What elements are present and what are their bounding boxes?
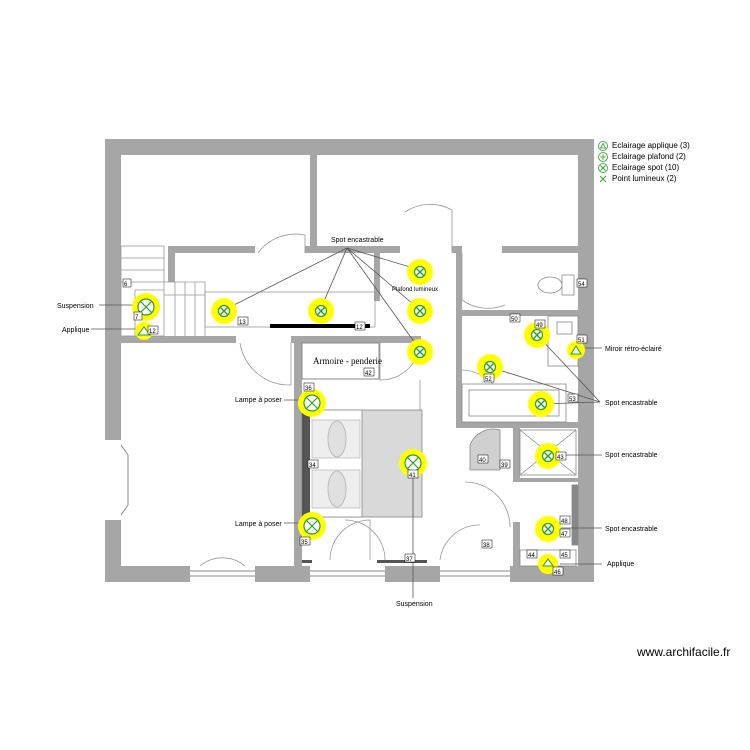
- room-number: 48: [561, 519, 568, 525]
- legend-label: Eclairage spot (10): [612, 163, 680, 172]
- label-suspension-bottom: Suspension: [396, 601, 433, 608]
- label-applique-right: Applique: [607, 561, 634, 568]
- legend-item: Eclairage applique (3): [598, 140, 748, 151]
- windows: [120, 444, 510, 577]
- room-number: 42: [365, 371, 372, 377]
- room-number: 36: [305, 386, 312, 392]
- room-number: 37: [406, 557, 413, 563]
- spot-light: [210, 297, 238, 325]
- applique-light: [567, 341, 585, 359]
- room-number: 12: [356, 325, 363, 331]
- watermark[interactable]: www.archifacile.fr: [637, 645, 731, 659]
- legend-item: Eclairage plafond (2): [598, 151, 748, 162]
- room-number: 49: [536, 323, 543, 329]
- room-number: 13: [239, 320, 246, 326]
- label-lampe-bottom: Lampe à poser: [235, 521, 282, 528]
- label-applique: Applique: [62, 327, 89, 334]
- spot-icon: [598, 162, 608, 173]
- room-number: 45: [561, 553, 568, 559]
- label-miroir: Miroir rétro-éclairé: [605, 346, 662, 353]
- room-number: 44: [528, 553, 535, 559]
- bathroom-fixtures: [461, 274, 579, 567]
- legend-label: Eclairage applique (3): [612, 141, 690, 150]
- legend-label: Point lumineux (2): [612, 174, 677, 183]
- room-number: 38: [483, 543, 490, 549]
- shelves: [302, 560, 427, 563]
- applique-icon: [598, 140, 608, 151]
- label-plafond: Plafond lumineux: [392, 287, 438, 293]
- legend: Eclairage applique (3) Eclairage plafond…: [598, 140, 748, 184]
- room-number: 35: [301, 540, 308, 546]
- room-number: 52: [485, 377, 492, 383]
- annotation-texts: Spot encastrable Suspension Applique Pla…: [57, 237, 662, 608]
- label-armoire: Armoire - penderie: [313, 356, 382, 366]
- spot-light: [406, 297, 434, 325]
- room-number: 41: [409, 473, 416, 479]
- staircase: [120, 245, 206, 337]
- room-number: 6: [124, 282, 128, 288]
- legend-item: Eclairage spot (10): [598, 162, 748, 173]
- room-number: 34: [309, 463, 316, 469]
- room-number: 39: [501, 463, 508, 469]
- label-spot-right: Spot encastrable: [605, 400, 658, 407]
- spot-light: [406, 338, 434, 366]
- lamp-light: [297, 511, 327, 541]
- spot-light: [534, 515, 562, 543]
- room-number: 54: [578, 282, 585, 288]
- label-lampe-top: Lampe à poser: [235, 397, 282, 404]
- spot-light: [406, 258, 434, 286]
- room-number: 40: [479, 458, 486, 464]
- room-number: 12: [149, 329, 156, 335]
- balustrade: [204, 291, 376, 328]
- label-suspension: Suspension: [57, 303, 94, 310]
- legend-label: Eclairage plafond (2): [612, 152, 686, 161]
- room-number: 43: [557, 455, 564, 461]
- legend-item: Point lumineux (2): [598, 173, 748, 184]
- label-spot-right: Spot encastrable: [605, 526, 658, 533]
- lamp-light: [297, 388, 327, 418]
- room-number: 7: [135, 315, 139, 321]
- room-number: 51: [578, 338, 585, 344]
- spot-light: [527, 390, 555, 418]
- number-boxes: [122, 278, 588, 576]
- number-labels: 6 13 12 7 42 36 34 35 37 41 38 40 39 43 …: [124, 282, 585, 576]
- point-icon: [599, 175, 607, 182]
- room-number: 50: [511, 317, 518, 323]
- room-number: 53: [569, 397, 576, 403]
- spot-light: [307, 297, 335, 325]
- plafond-icon: [598, 151, 608, 162]
- door-openings: [105, 246, 520, 582]
- room-number: 47: [561, 532, 568, 538]
- lights: [131, 258, 585, 574]
- label-spot-right: Spot encastrable: [605, 452, 658, 459]
- room-number: 46: [554, 570, 561, 576]
- label-spot-encastrable: Spot encastrable: [331, 237, 384, 244]
